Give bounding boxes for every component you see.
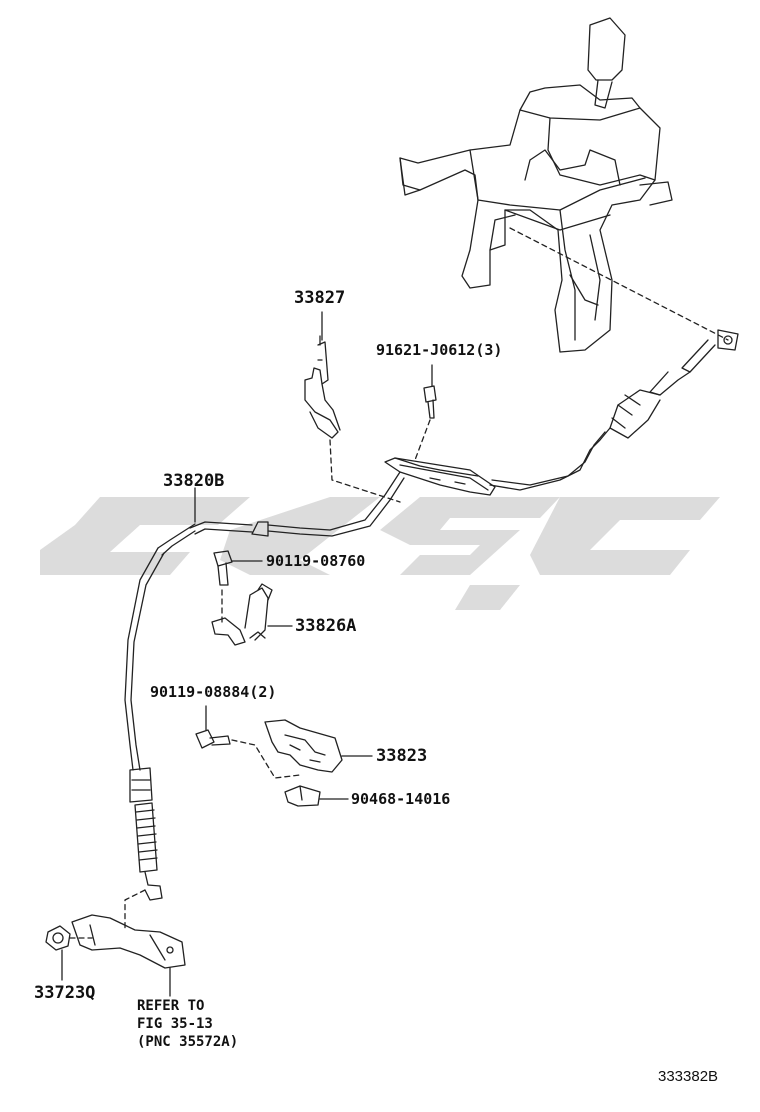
part-33826A-bracket [212, 584, 272, 645]
lever-connection-line [510, 228, 728, 340]
label-33826A: 33826A [295, 616, 357, 636]
label-33827: 33827 [294, 288, 346, 308]
transmission-control-cable [125, 330, 738, 900]
part-90119-08760-bolt [214, 551, 232, 585]
refer-note-line2: FIG 35-13 [137, 1016, 213, 1032]
label-33820B: 33820B [163, 471, 225, 491]
part-91621-bolt [424, 386, 436, 418]
label-90119-08760: 90119-08760 [266, 552, 366, 570]
part-90119-08884-bolt [196, 730, 230, 748]
refer-note-line1: REFER TO [137, 998, 205, 1014]
watermark-logo [40, 497, 720, 610]
lower-mounting-bracket [72, 915, 185, 968]
figure-code: 333382B [658, 1068, 719, 1085]
label-91621-j0612: 91621-J0612(3) [376, 341, 503, 359]
part-33823-bracket [265, 720, 342, 772]
refer-note-line3: (PNC 35572A) [137, 1034, 239, 1050]
dashed-90119-08884 [232, 740, 300, 778]
part-33723Q-nut [46, 926, 70, 950]
dashed-lower-bracket [125, 890, 145, 930]
label-33723Q: 33723Q [34, 983, 96, 1003]
label-33823: 33823 [376, 746, 428, 766]
refer-note: REFER TO FIG 35-13 (PNC 35572A) [137, 997, 238, 1051]
label-90468-14016: 90468-14016 [351, 790, 451, 808]
label-90119-08884: 90119-08884(2) [150, 683, 277, 701]
dashed-91621 [415, 420, 430, 460]
part-90468-clip [285, 786, 320, 806]
part-33827-clip [305, 336, 340, 438]
shift-lever-assembly [400, 18, 672, 352]
dashed-33827 [330, 440, 400, 502]
